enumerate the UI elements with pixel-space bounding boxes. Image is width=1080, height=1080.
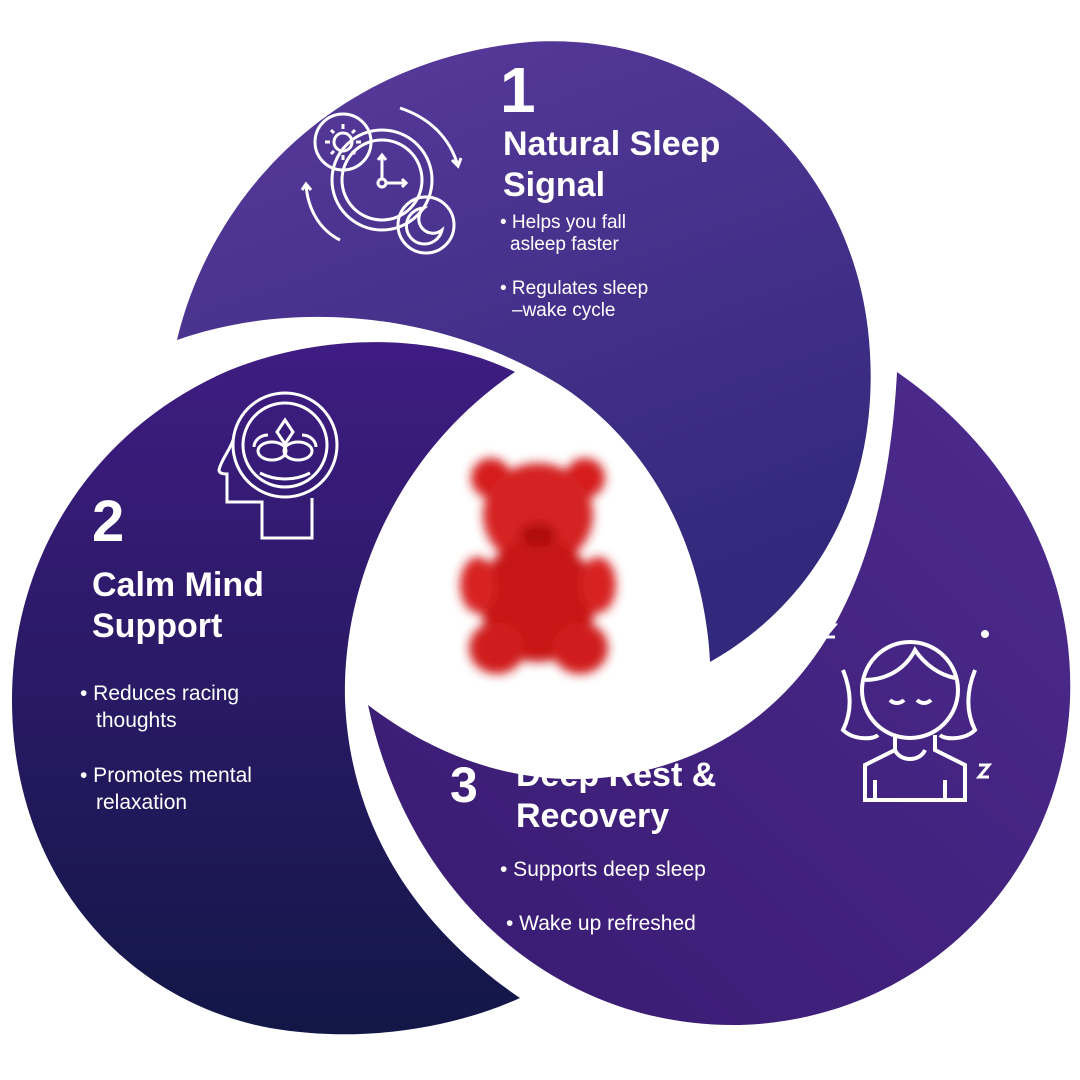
- head-lotus-icon: [217, 391, 339, 540]
- title-line: Recovery: [516, 797, 670, 835]
- bullet-line: –wake cycle: [512, 300, 616, 321]
- step-3-bullet: • Wake up refreshed: [506, 912, 696, 935]
- title-line: Deep Rest &: [516, 756, 717, 794]
- bullet-line: • Reduces racing: [80, 682, 240, 705]
- step-1-title: Natural Sleep Signal: [503, 124, 720, 206]
- bullet-line: • Regulates sleep: [500, 278, 649, 299]
- title-line: Signal: [503, 166, 606, 204]
- title-line: Calm Mind: [92, 566, 264, 604]
- bullet-line: • Helps you fall: [500, 212, 626, 233]
- gummy-bear-image: [460, 458, 616, 674]
- step-3-title: Deep Rest & Recovery: [516, 755, 716, 837]
- segment-1-shape: [177, 41, 871, 663]
- bullet-line: asleep faster: [510, 234, 619, 255]
- bullet-line: thoughts: [96, 709, 177, 732]
- segment-2-shape: [12, 342, 520, 1035]
- step-1-number: 1: [500, 54, 536, 126]
- clock-sun-moon-cycle-icon: [300, 106, 463, 255]
- step-2-number: 2: [92, 489, 125, 554]
- sleeping-person-icon: [821, 623, 993, 802]
- title-line: Support: [92, 607, 223, 645]
- bullet-line: • Promotes mental: [80, 764, 252, 787]
- step-1-bullet: • Helps you fall asleep faster: [500, 212, 626, 256]
- segment-3-shape: [368, 372, 1071, 1026]
- title-line: Natural Sleep: [503, 125, 721, 163]
- bullet-line: relaxation: [96, 791, 188, 814]
- step-2-bullet: • Promotes mental relaxation: [80, 762, 252, 816]
- step-2-bullet: • Reduces racing thoughts: [80, 680, 239, 734]
- step-3-bullet: • Supports deep sleep: [500, 858, 706, 881]
- step-1-bullet: • Regulates sleep –wake cycle: [500, 278, 648, 322]
- step-3-number: 3: [450, 757, 478, 813]
- step-2-title: Calm Mind Support: [92, 565, 264, 647]
